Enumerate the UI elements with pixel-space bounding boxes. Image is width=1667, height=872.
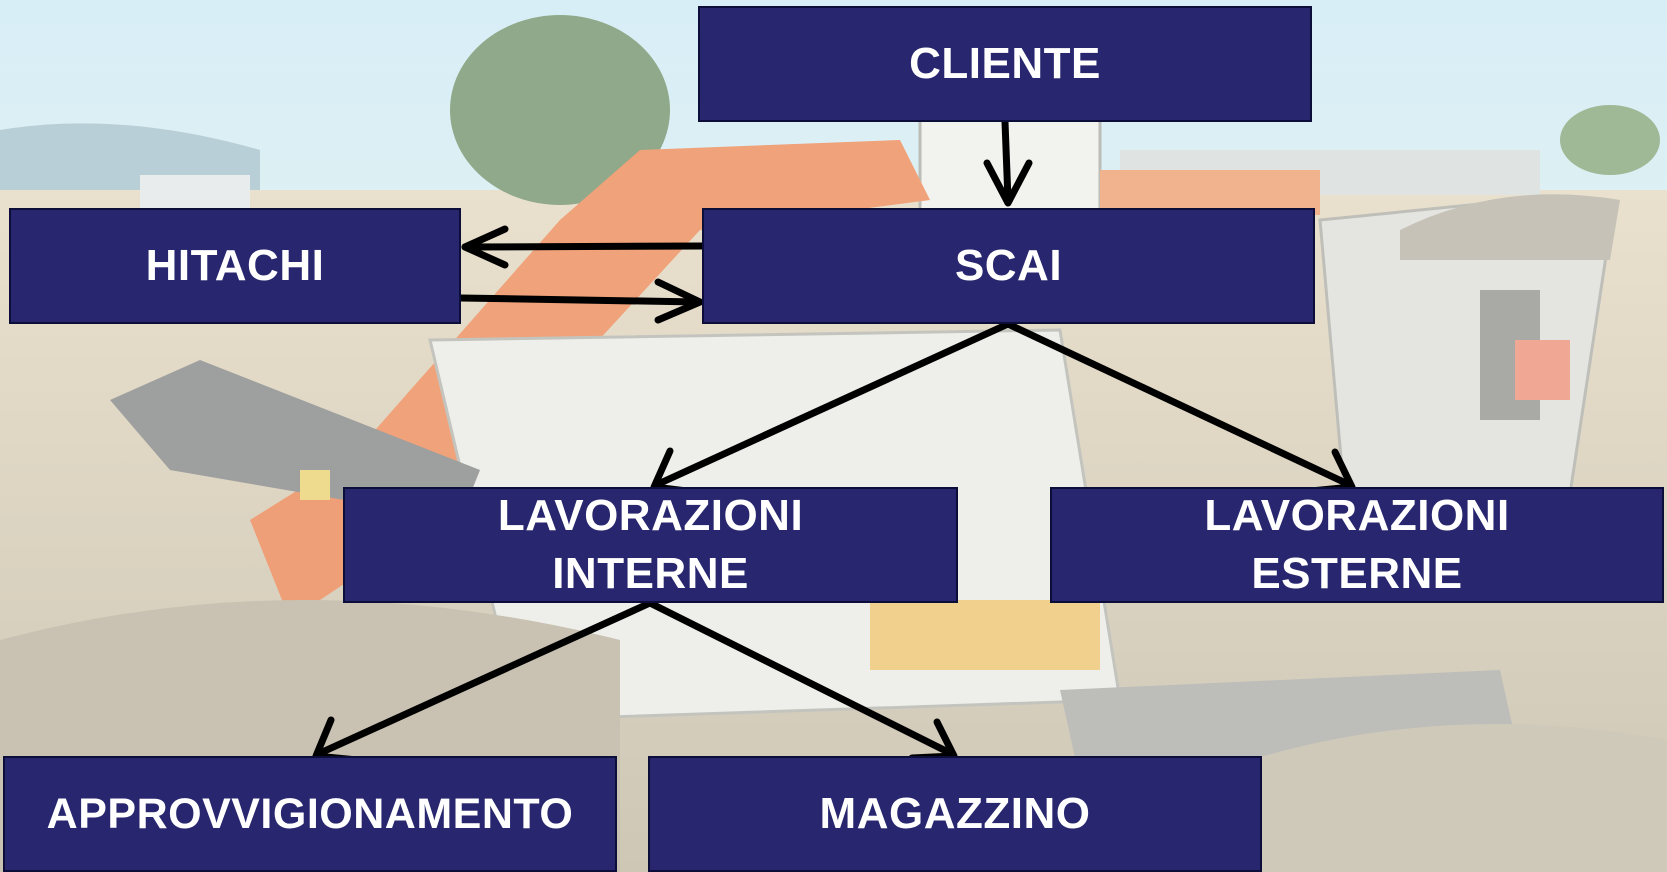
node-label: SCAI [954,241,1063,290]
node-label: LAVORAZIONI INTERNE [497,491,804,598]
node-label: LAVORAZIONI ESTERNE [1204,491,1510,598]
node-magazzino: MAGAZZINO [648,756,1262,872]
node-label: MAGAZZINO [819,789,1091,838]
node-cliente: CLIENTE [698,6,1312,122]
node-hitachi: HITACHI [9,208,461,324]
node-approvvigionamento: APPROVVIGIONAMENTO [3,756,617,872]
node-lavorazioni-esterne: LAVORAZIONI ESTERNE [1050,487,1664,603]
node-label: HITACHI [145,241,325,290]
node-label: APPROVVIGIONAMENTO [46,790,574,838]
node-scai: SCAI [702,208,1315,324]
node-lavorazioni-interne: LAVORAZIONI INTERNE [343,487,958,603]
node-label: CLIENTE [909,39,1101,88]
